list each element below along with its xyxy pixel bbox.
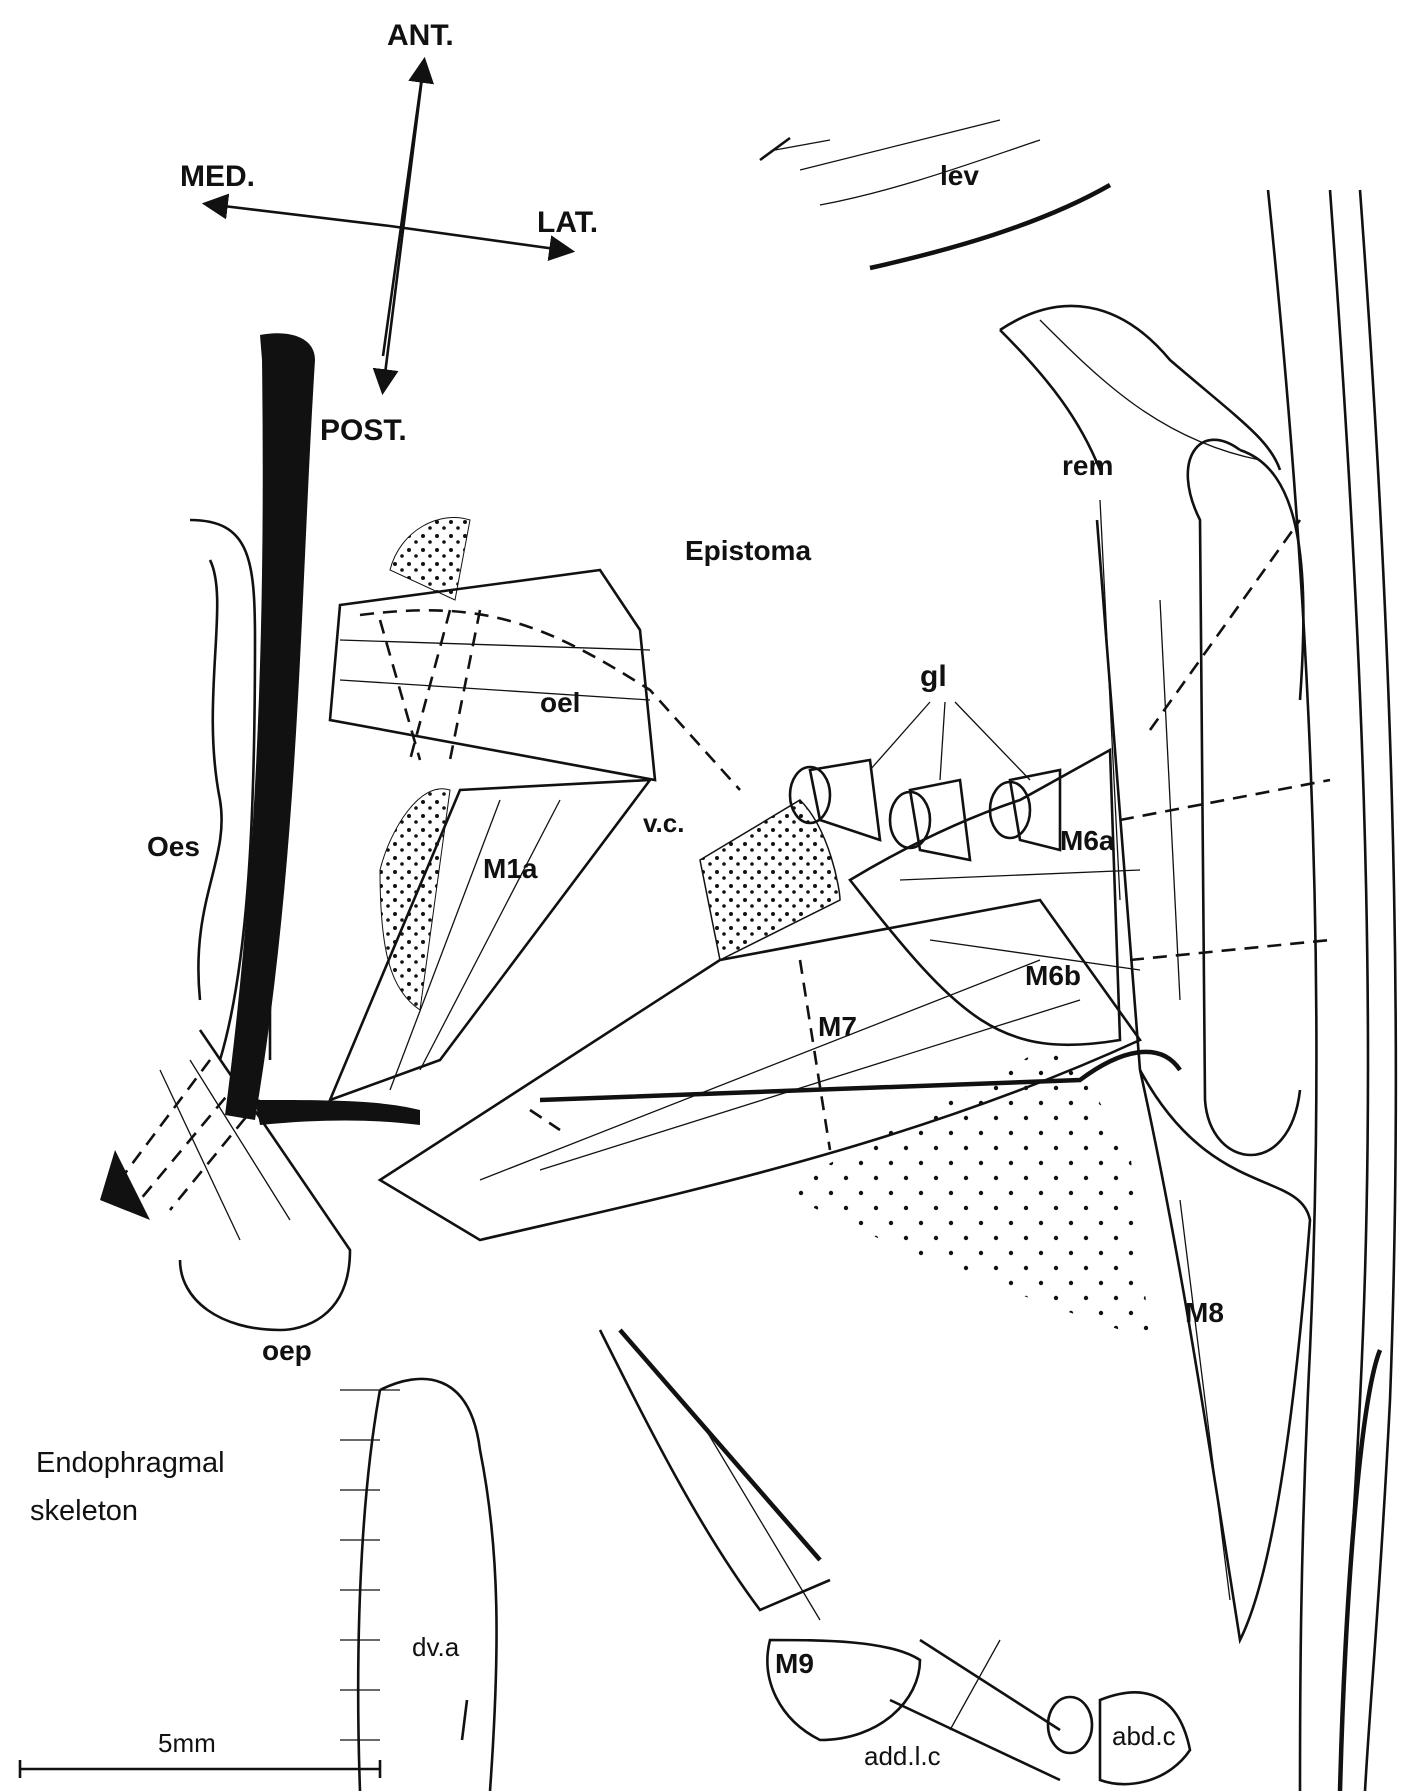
- label-m6a: M6a: [1060, 825, 1115, 856]
- label-rem: rem: [1062, 450, 1113, 481]
- lateral-body-wall: [1268, 190, 1396, 1791]
- label-oel: oel: [540, 687, 580, 718]
- oep-muscle: [100, 1030, 350, 1330]
- label-vc: v.c.: [643, 808, 684, 838]
- label-addlc: add.l.c: [864, 1741, 941, 1771]
- label-oes: Oes: [147, 831, 200, 862]
- label-m9: M9: [775, 1648, 814, 1679]
- m6-muscles: [850, 520, 1330, 1045]
- label-dva: dv.a: [412, 1632, 460, 1662]
- label-lev: lev: [940, 160, 979, 191]
- label-m6b: M6b: [1025, 960, 1081, 991]
- medial-arrow: [207, 204, 390, 226]
- label-m7: M7: [818, 1011, 857, 1042]
- endophragmal-skeleton: [340, 1379, 497, 1791]
- label-posterior: POST.: [320, 414, 407, 447]
- scale-bar-label: 5mm: [158, 1728, 216, 1758]
- label-oep: oep: [262, 1335, 312, 1366]
- label-endophragmal-2: skeleton: [30, 1495, 138, 1527]
- label-anterior: ANT.: [387, 19, 454, 52]
- m8-muscle: [1140, 440, 1310, 1640]
- m1a-muscle: [330, 780, 650, 1100]
- m9-addlc-abdc: [600, 1330, 1190, 1784]
- gl-glands: [790, 702, 1060, 860]
- scale-bar: [20, 1760, 380, 1778]
- label-gl: gl: [920, 660, 947, 693]
- sclerite-upper: [390, 517, 470, 600]
- label-medial: MED.: [180, 160, 255, 193]
- lev-muscle: [760, 120, 1110, 268]
- vessel-branch-icon: [255, 1100, 420, 1125]
- vc-stippled-block: [700, 800, 840, 960]
- label-epistoma: Epistoma: [685, 535, 811, 566]
- label-m8: M8: [1185, 1297, 1224, 1328]
- label-lateral: LAT.: [537, 206, 598, 239]
- oel-muscle: [330, 570, 740, 790]
- label-m1a: M1a: [483, 853, 538, 884]
- dorsal-vessel: [225, 333, 315, 1120]
- label-abdc: abd.c: [1112, 1721, 1176, 1751]
- label-endophragmal-1: Endophragmal: [36, 1447, 225, 1479]
